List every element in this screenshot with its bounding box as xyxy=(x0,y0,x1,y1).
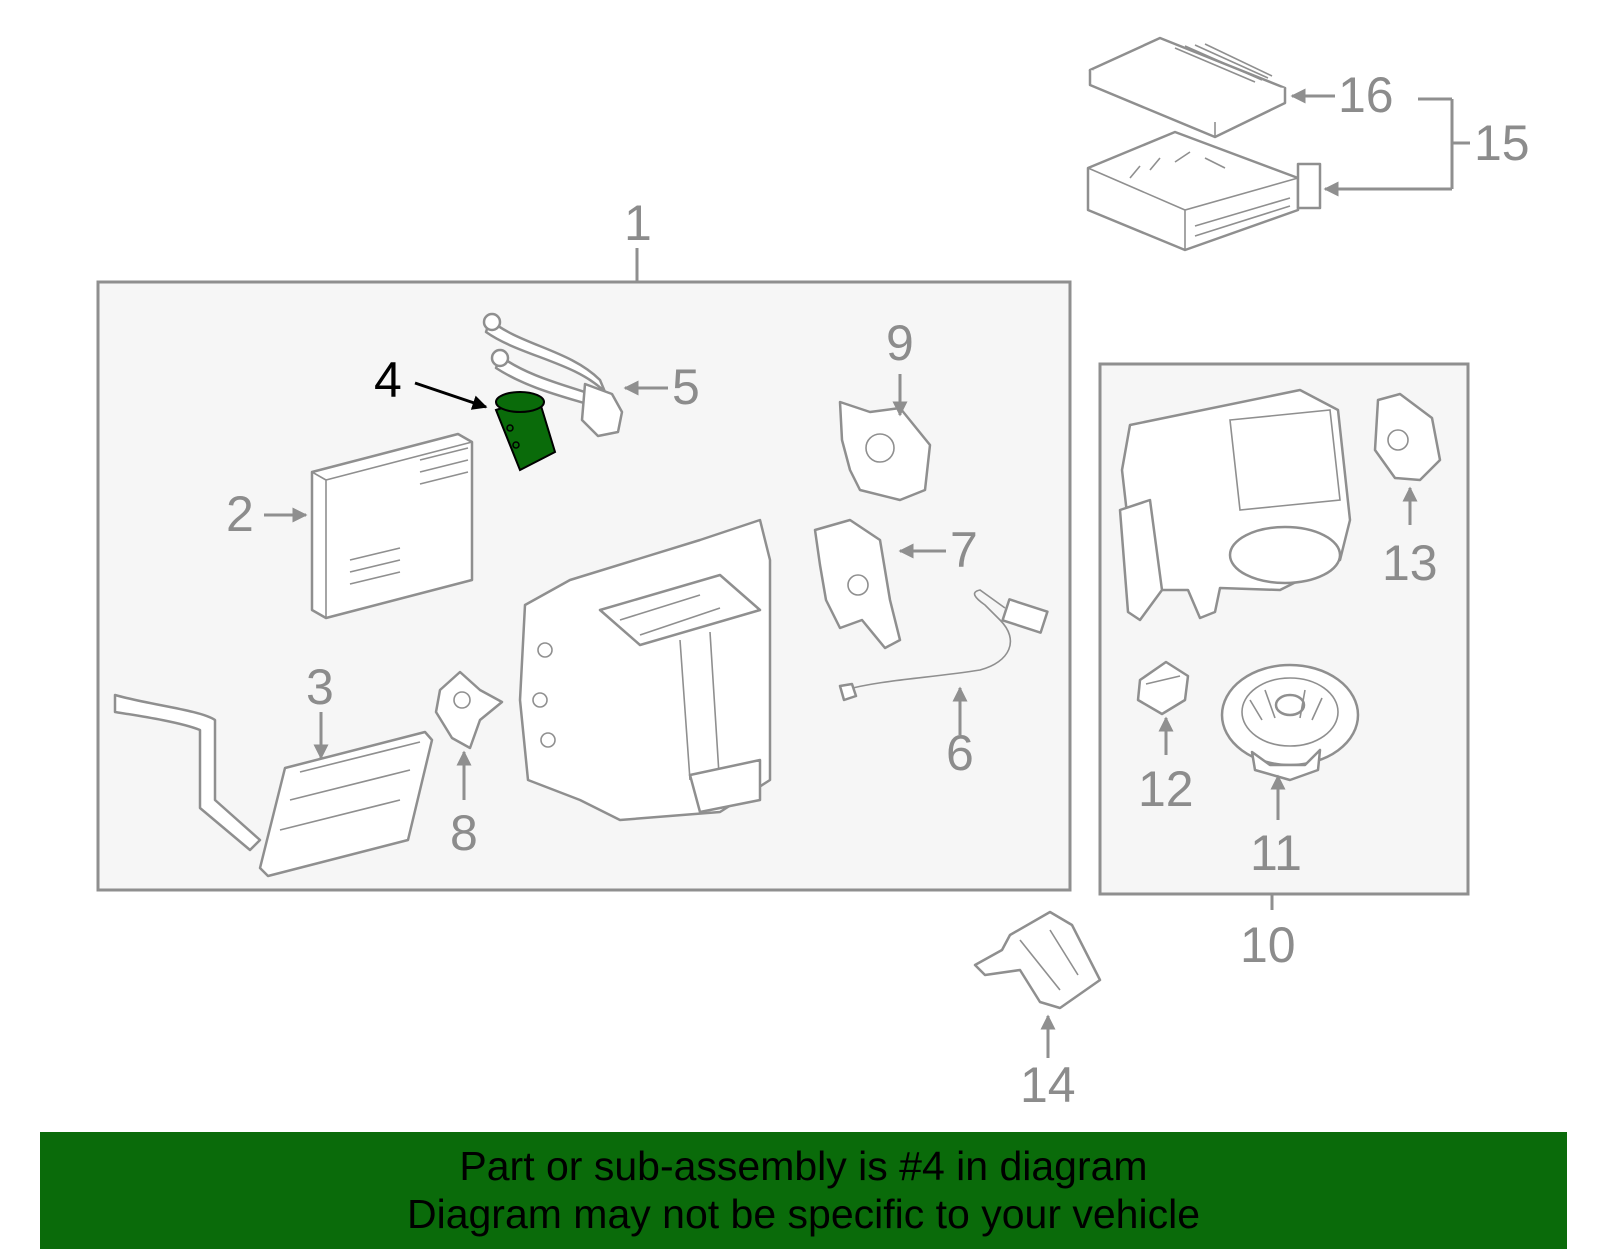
banner-line-disclaimer: Diagram may not be specific to your vehi… xyxy=(406,1191,1200,1237)
heater-core-part-3[interactable] xyxy=(113,693,434,878)
module-part-14[interactable] xyxy=(973,910,1102,1010)
callout-12: 12 xyxy=(1138,761,1194,817)
expansion-valve-part-4[interactable] xyxy=(494,391,557,472)
evaporator-part-2[interactable] xyxy=(310,432,474,620)
callout-5: 5 xyxy=(672,359,700,415)
resistor-part-12[interactable] xyxy=(1136,660,1190,716)
sensor-part-6[interactable] xyxy=(838,589,1049,702)
actuator-part-13[interactable] xyxy=(1373,392,1442,482)
callout-10: 10 xyxy=(1240,917,1296,973)
callout-3: 3 xyxy=(306,659,334,715)
callout-8: 8 xyxy=(450,805,478,861)
callout-15: 15 xyxy=(1474,115,1530,171)
callout-2: 2 xyxy=(226,486,254,542)
callout-7: 7 xyxy=(950,522,978,578)
callout-16: 16 xyxy=(1338,67,1394,123)
callout-4: 4 xyxy=(374,352,402,408)
actuator-part-8[interactable] xyxy=(434,670,504,750)
tube-assembly-part-5[interactable] xyxy=(482,312,624,438)
filter-element-part-16[interactable] xyxy=(1088,36,1287,139)
callout-14: 14 xyxy=(1020,1057,1076,1113)
info-banner: Part or sub-assembly is #4 in diagram Di… xyxy=(40,1132,1567,1249)
callout-13: 13 xyxy=(1382,535,1438,591)
hvac-case[interactable] xyxy=(518,518,772,822)
actuator-part-7[interactable] xyxy=(813,518,902,650)
callout-6: 6 xyxy=(946,725,974,781)
callout-11: 11 xyxy=(1250,825,1302,881)
callout-9: 9 xyxy=(886,315,914,371)
callout-1: 1 xyxy=(624,195,652,251)
blower-case[interactable] xyxy=(1118,388,1352,622)
filter-housing-part-15[interactable] xyxy=(1086,130,1322,252)
banner-line-part: Part or sub-assembly is #4 in diagram xyxy=(459,1143,1148,1189)
actuator-part-9[interactable] xyxy=(838,400,932,502)
blower-motor-part-11[interactable] xyxy=(1220,663,1360,782)
